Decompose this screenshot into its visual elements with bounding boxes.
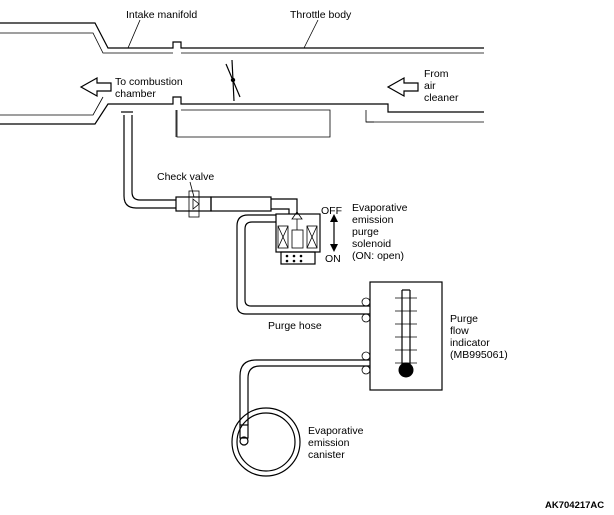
purge-flow-indicator-label: Purge flow indicator (MB995061) — [450, 313, 508, 361]
canister-label: Evaporative emission canister — [308, 425, 366, 461]
evaporative-emission-canister — [231, 407, 301, 477]
to-combustion-label: To combustion chamber — [115, 76, 186, 100]
throttle-body-label: Throttle body — [290, 9, 352, 21]
on-label: ON — [325, 253, 341, 265]
float-ball-icon — [398, 362, 414, 378]
from-air-cleaner-label: From air cleaner — [424, 68, 459, 104]
purge-flow-indicator — [361, 281, 443, 391]
vacuum-hose — [123, 115, 176, 209]
purge-hose-label: Purge hose — [268, 320, 322, 332]
leader-lines — [127, 19, 319, 198]
canister-hose — [239, 359, 370, 425]
from-air-cleaner-arrow-icon — [386, 76, 419, 98]
intake-manifold-label: Intake manifold — [126, 9, 197, 21]
solenoid-label: Evaporative emission purge solenoid (ON:… — [352, 202, 410, 262]
purge-hose — [236, 214, 371, 323]
off-on-arrow-icon — [330, 214, 338, 252]
check-valve-label: Check valve — [157, 171, 214, 183]
hose-to-solenoid — [210, 196, 298, 214]
purge-solenoid — [275, 211, 321, 265]
to-combustion-arrow-icon — [79, 76, 112, 98]
figure-code: AK704217AC — [545, 500, 604, 511]
off-label: OFF — [321, 205, 342, 217]
throttle-valve-icon — [225, 59, 241, 102]
intake-tract — [0, 22, 484, 138]
